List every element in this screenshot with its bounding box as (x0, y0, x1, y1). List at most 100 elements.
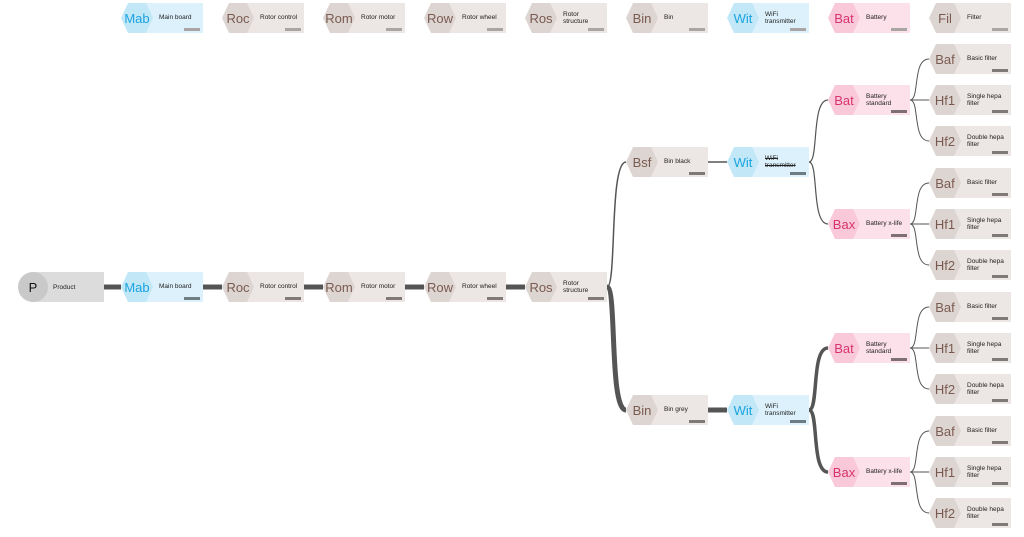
connector-curve (604, 284, 628, 413)
node-label: Bin (664, 14, 674, 22)
node-code-badge: Bat (828, 3, 860, 33)
filter-baf[interactable]: Baf Basic filter (929, 168, 1011, 198)
node-status-bar (487, 28, 503, 31)
node-label: Battery standard (866, 340, 892, 356)
node-label: Battery x-life (866, 468, 903, 476)
connector-curve (909, 99, 930, 142)
node-code-badge: Row (424, 272, 456, 302)
node-code-badge: Hf1 (929, 333, 961, 363)
node-status-bar (891, 28, 907, 31)
connector-curve (909, 430, 930, 473)
node-label: Single hepa filter (967, 340, 1002, 356)
node-status-bar (891, 482, 907, 485)
node-code-badge: Bat (828, 333, 860, 363)
filter-hf1[interactable]: Hf1 Single hepa filter (929, 333, 1011, 363)
node-code-badge: Wit (727, 147, 759, 177)
node-code-badge: Hf2 (929, 126, 961, 156)
node-status-bar (184, 297, 200, 300)
connector-curve (808, 346, 829, 412)
node-status-bar (992, 151, 1008, 154)
filter-baf[interactable]: Baf Basic filter (929, 44, 1011, 74)
battery-bat[interactable]: Bat Battery standard (828, 333, 910, 363)
node-code-badge: Wit (727, 3, 759, 33)
filter-hf2[interactable]: Hf2 Double hepa filter (929, 250, 1011, 280)
node-code-badge: Hf1 (929, 209, 961, 239)
node-code-badge: Mab (121, 3, 153, 33)
legend-roc[interactable]: Roc Rotor control (222, 3, 304, 33)
node-code-badge: Hf2 (929, 250, 961, 280)
node-status-bar (992, 523, 1008, 526)
node-label: Rotor structure (563, 279, 589, 295)
node-status-bar (992, 193, 1008, 196)
node-status-bar (588, 28, 604, 31)
node-code-badge: Hf2 (929, 498, 961, 528)
node-status-bar (790, 420, 806, 423)
node-code-badge: Bsf (626, 147, 658, 177)
node-status-bar (992, 441, 1008, 444)
node-code-badge: Roc (222, 272, 254, 302)
node-status-bar (184, 28, 200, 31)
node-label: Filter (967, 14, 982, 22)
legend-mab[interactable]: Mab Main board (121, 3, 203, 33)
node-label: Basic filter (967, 179, 997, 187)
node-code-badge: Baf (929, 44, 961, 74)
node-code-badge: Baf (929, 168, 961, 198)
node-code-badge: Mab (121, 272, 153, 302)
node-status-bar (992, 28, 1008, 31)
node-label: Double hepa filter (967, 257, 1004, 273)
connector-curve (909, 471, 930, 514)
wifi-transmitter-node[interactable]: Wit WiFi transmitter (727, 147, 809, 177)
node-code-badge: Ros (525, 3, 557, 33)
connector-curve (808, 408, 829, 474)
node-status-bar (992, 69, 1008, 72)
node-label: Basic filter (967, 55, 997, 63)
node-label: WiFi transmitter (765, 154, 796, 170)
connector-curve (909, 223, 930, 266)
node-label: Basic filter (967, 303, 997, 311)
node-status-bar (285, 28, 301, 31)
node-label: Single hepa filter (967, 464, 1002, 480)
node-status-bar (386, 297, 402, 300)
node-status-bar (891, 234, 907, 237)
node-status-bar (689, 28, 705, 31)
connector-curve (808, 99, 829, 163)
node-label: Rotor control (260, 14, 298, 22)
node-label: Rotor wheel (462, 14, 497, 22)
node-status-bar (790, 28, 806, 31)
node-code-badge: Roc (222, 3, 254, 33)
node-status-bar (992, 358, 1008, 361)
node-label: Main board (159, 14, 192, 22)
node-status-bar (285, 297, 301, 300)
connector-curve (909, 347, 930, 390)
product-label: Product (53, 283, 76, 291)
product-node[interactable]: P Product (18, 272, 104, 302)
node-status-bar (992, 234, 1008, 237)
